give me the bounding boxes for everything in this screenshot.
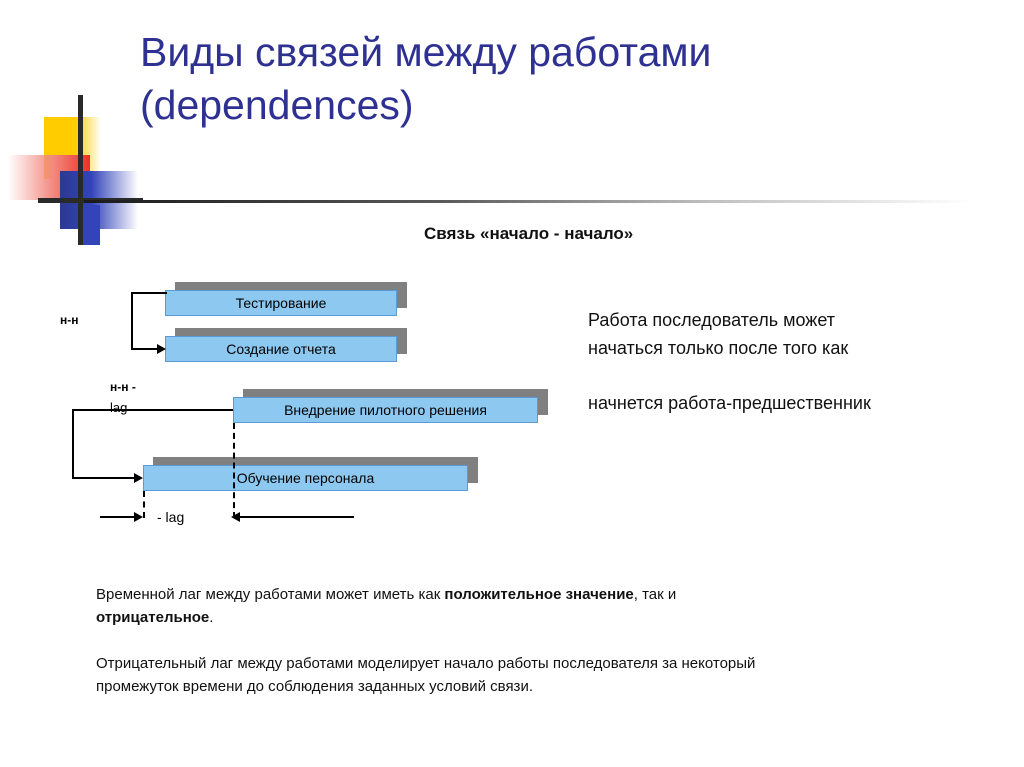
blue-square-shape-lower — [78, 205, 100, 245]
gantt-bar-label: Внедрение пилотного решения — [284, 402, 487, 418]
connector2-arrowhead-icon — [134, 473, 143, 483]
link-type-label-hh: н-н — [60, 313, 79, 327]
note-paragraph-one: Временной лаг между работами может иметь… — [96, 583, 796, 630]
gantt-bar-pilot-rollout: Внедрение пилотного решения — [233, 389, 548, 423]
explanation-block-bottom: начнется работа-предшественник — [588, 393, 871, 413]
gantt-bar-face: Обучение персонала — [143, 465, 468, 491]
section-heading: Связь «начало - начало» — [424, 224, 634, 243]
lag-measure-arrow-right-icon — [231, 512, 240, 522]
connector-segment-top — [131, 292, 167, 294]
link-type-label-hh-lag: н-н - — [110, 380, 136, 394]
note-one-bold-one: положительное значение — [444, 586, 634, 603]
gantt-bar-face: Тестирование — [165, 290, 397, 316]
gantt-bar-face: Внедрение пилотного решения — [233, 397, 538, 423]
connector2-segment-bottom — [72, 477, 136, 479]
explanation-line-a: Работа последователь может — [588, 310, 835, 330]
note-one-middle: , так и — [633, 586, 677, 603]
link-type-label-lag: lag — [110, 400, 128, 415]
connector-segment-vertical — [131, 292, 133, 350]
title-underline-rule — [84, 200, 974, 203]
note-one-bold-two: отрицательное — [96, 609, 210, 627]
gantt-bar-staff-training: Обучение персонала — [143, 457, 478, 491]
lag-guide-dashed-line-right — [233, 423, 235, 518]
connector-segment-bottom — [131, 348, 159, 350]
explanation-line-b: начаться только после того как — [588, 337, 849, 358]
connector2-segment-top — [72, 409, 233, 411]
vertical-rule-shape — [78, 95, 83, 245]
note-paragraph-two: Отрицательный лаг между работами моделир… — [96, 655, 756, 696]
gantt-bar-testing: Тестирование — [165, 282, 407, 316]
gantt-bar-label: Создание отчета — [226, 341, 336, 357]
explanation-block-top: Работа последователь может начаться толь… — [588, 307, 1018, 363]
gantt-bar-report-creation: Создание отчета — [165, 328, 407, 362]
lag-guide-dashed-line-left — [143, 491, 145, 518]
gantt-bar-label: Обучение персонала — [236, 470, 375, 486]
gantt-bar-face: Создание отчета — [165, 336, 397, 362]
lag-label: - lag — [157, 509, 185, 525]
gantt-bar-label: Тестирование — [235, 295, 327, 311]
connector-arrowhead-icon — [157, 344, 166, 354]
page-title: Виды связей между работами (dependences) — [140, 29, 712, 129]
note-one-prefix: Временной лаг между работами может иметь… — [96, 586, 445, 603]
lag-measure-line-left — [100, 516, 136, 518]
lag-measure-line-right — [240, 516, 354, 518]
lag-measure-arrow-left-icon — [134, 512, 143, 522]
connector2-segment-vertical — [72, 409, 74, 479]
note-one-suffix: . — [209, 609, 214, 627]
